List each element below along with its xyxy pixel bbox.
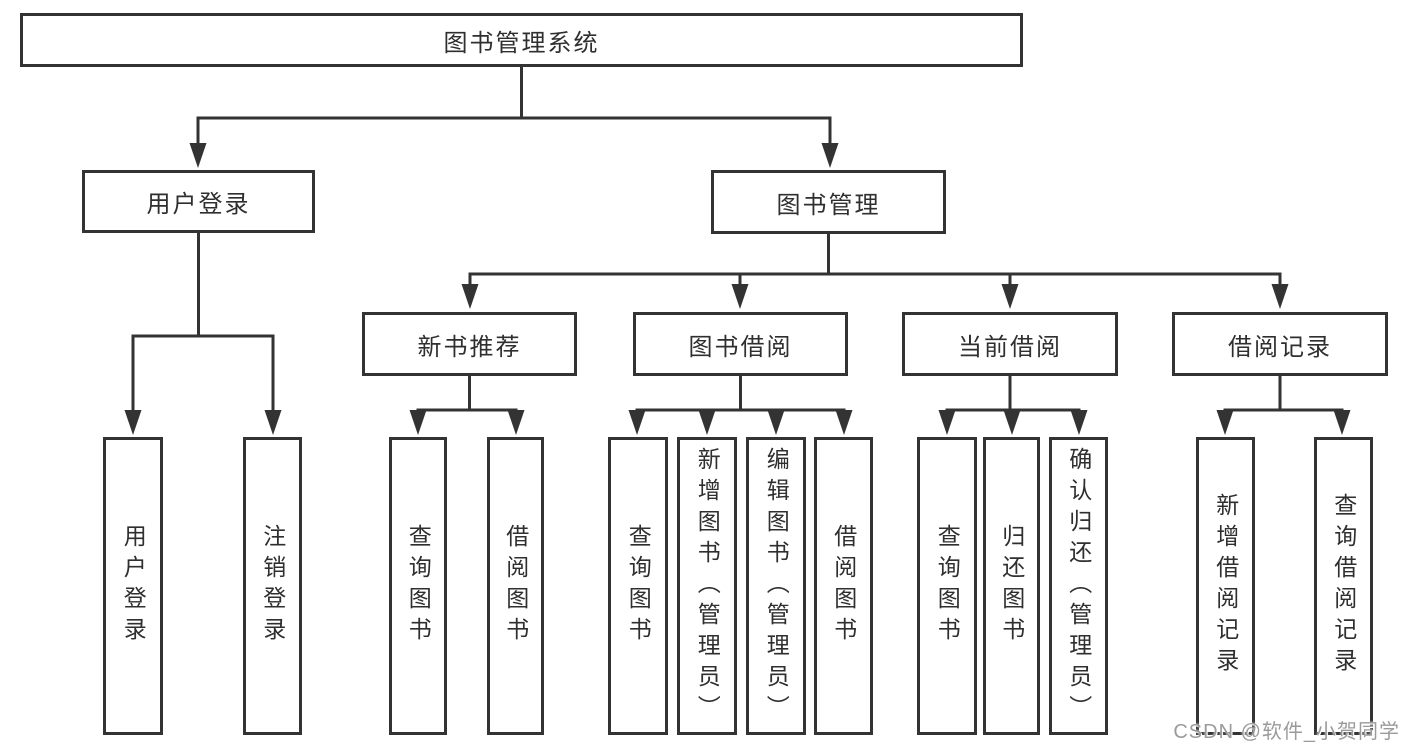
node-label: 图书管理 xyxy=(776,191,881,219)
node-label: 查询图书 xyxy=(934,524,961,648)
node-label: 借阅图书 xyxy=(502,524,529,648)
arrow-down-icon xyxy=(731,284,749,309)
arrow-down-icon xyxy=(1003,410,1021,435)
connector-new-book-rec-fork xyxy=(416,376,518,413)
connector-user-login-fork xyxy=(131,233,275,414)
node-book-management: 图书管理 xyxy=(711,170,946,234)
node-label: 新增借阅记录 xyxy=(1212,493,1239,679)
arrow-down-icon xyxy=(1271,284,1289,309)
arrow-down-icon xyxy=(1001,284,1019,309)
node-label: 用户登录 xyxy=(146,191,251,218)
arrow-down-icon xyxy=(1216,410,1234,435)
arrow-down-icon xyxy=(189,143,207,168)
node-label: 查询图书 xyxy=(405,524,432,648)
arrow-down-icon xyxy=(628,410,646,435)
leaf-edit-book-admin: 编辑图书（管理员） xyxy=(746,437,806,735)
connector-root-fork xyxy=(196,67,832,148)
node-label: 图书借阅 xyxy=(688,333,793,361)
node-borrow-record: 借阅记录 xyxy=(1172,312,1388,376)
leaf-query-book-current: 查询图书 xyxy=(917,437,977,735)
node-label: 图书管理系统 xyxy=(443,29,600,57)
node-book-borrow: 图书借阅 xyxy=(633,312,848,376)
node-library-system: 图书管理系统 xyxy=(20,13,1023,67)
leaf-query-book-borrow: 查询图书 xyxy=(608,437,668,735)
leaf-confirm-return-admin: 确认归还（管理员） xyxy=(1049,437,1108,735)
leaf-borrow-book-borrow: 借阅图书 xyxy=(814,437,873,735)
arrow-down-icon xyxy=(507,410,525,435)
arrow-down-icon xyxy=(767,410,785,435)
arrow-down-icon xyxy=(461,284,479,309)
leaf-query-borrow-record: 查询借阅记录 xyxy=(1314,437,1373,735)
arrow-down-icon xyxy=(264,410,282,435)
arrow-down-icon xyxy=(821,143,839,168)
node-label: 确认归还（管理员） xyxy=(1065,446,1092,726)
arrow-down-icon xyxy=(698,410,716,435)
node-current-borrow: 当前借阅 xyxy=(902,312,1118,376)
node-label: 编辑图书（管理员） xyxy=(763,446,790,726)
arrow-down-icon xyxy=(835,410,853,435)
connector-current-borrow-fork xyxy=(945,376,1081,413)
leaf-borrow-book-recommend: 借阅图书 xyxy=(487,437,544,735)
node-label: 归还图书 xyxy=(998,524,1025,648)
arrow-down-icon xyxy=(938,410,956,435)
connector-book-borrow-fork xyxy=(635,376,846,413)
node-label: 当前借阅 xyxy=(958,333,1062,361)
node-label: 新书推荐 xyxy=(417,333,522,361)
node-label: 借阅图书 xyxy=(830,524,857,648)
connector-borrow-record-fork xyxy=(1223,376,1344,413)
node-user-login: 用户登录 xyxy=(82,170,315,233)
leaf-user-login: 用户登录 xyxy=(103,437,163,735)
arrow-down-icon xyxy=(1333,410,1351,435)
leaf-logout: 注销登录 xyxy=(243,437,302,735)
node-new-book-recommend: 新书推荐 xyxy=(362,312,577,376)
arrow-down-icon xyxy=(124,410,142,435)
arrowheads xyxy=(124,143,1351,435)
node-label: 新增图书（管理员） xyxy=(694,446,721,726)
connector-book-mgmt-fork xyxy=(468,234,1282,288)
leaf-add-book-admin: 新增图书（管理员） xyxy=(677,437,737,735)
node-label: 借阅记录 xyxy=(1228,333,1332,361)
node-label: 注销登录 xyxy=(259,524,286,648)
node-label: 查询借阅记录 xyxy=(1330,493,1357,679)
arrow-down-icon xyxy=(1070,410,1088,435)
leaf-return-book: 归还图书 xyxy=(983,437,1040,735)
node-label: 查询图书 xyxy=(625,524,652,648)
node-label: 用户登录 xyxy=(120,524,147,648)
leaf-add-borrow-record: 新增借阅记录 xyxy=(1196,437,1255,735)
arrow-down-icon xyxy=(409,410,427,435)
leaf-query-book-recommend: 查询图书 xyxy=(389,437,447,735)
watermark: CSDN @软件_小贺同学 xyxy=(1173,721,1400,743)
